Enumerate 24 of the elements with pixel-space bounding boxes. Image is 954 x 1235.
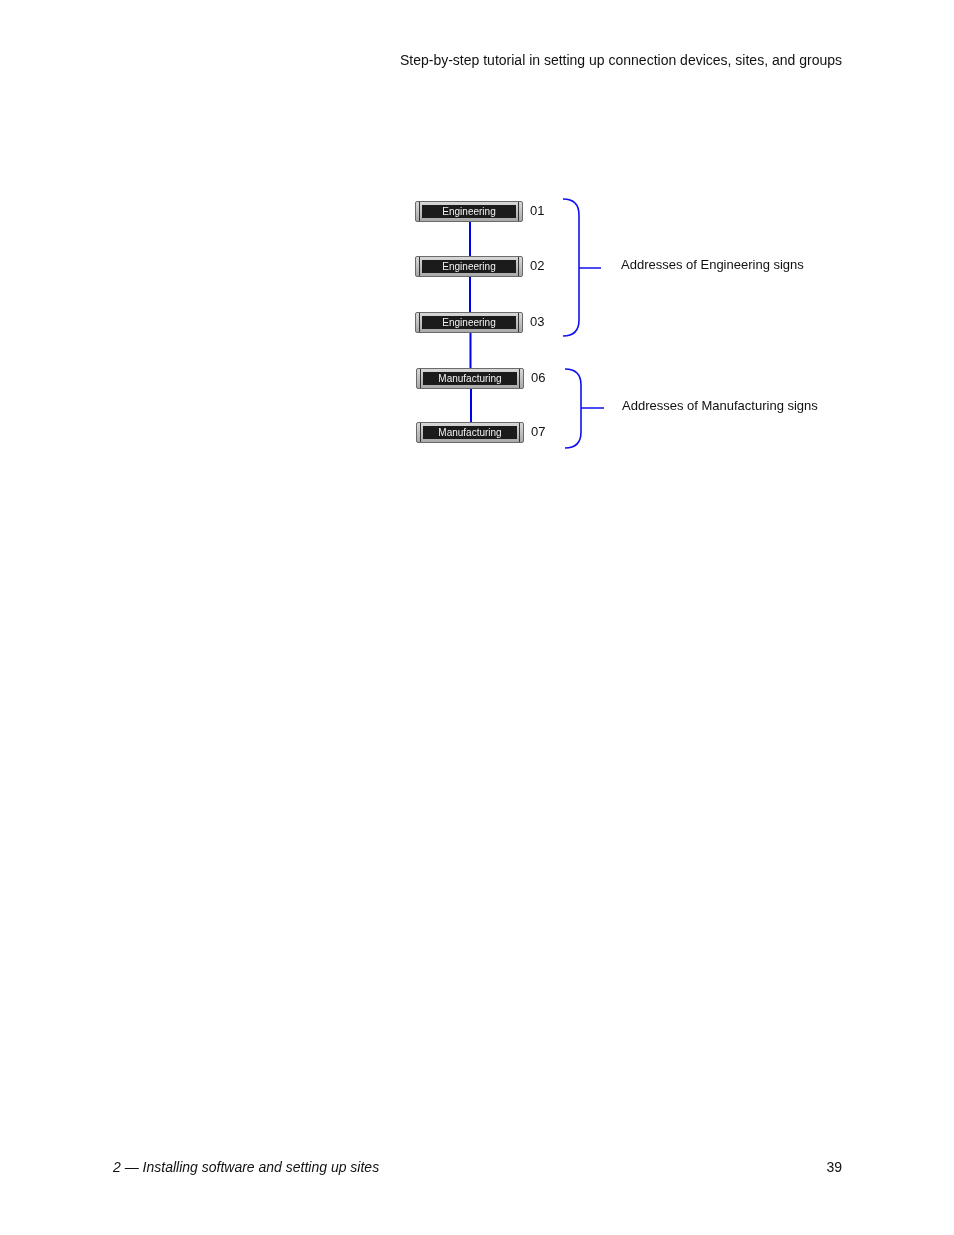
bracket-label: Addresses of Manufacturing signs <box>622 398 818 413</box>
connector-line <box>470 388 472 423</box>
sign-display <box>415 256 523 277</box>
header-text: Step-by-step tutorial in setting up connection devices, sites, and groups <box>399 52 842 68</box>
sign-text: Engineering <box>422 205 516 218</box>
sign-display <box>416 368 524 389</box>
sign-text: Engineering <box>422 316 516 329</box>
footer-text: 2 — Installing software and setting up sites <box>113 1159 380 1175</box>
sign-display <box>415 312 523 333</box>
page-number: 39 <box>826 1159 842 1175</box>
connector-line <box>469 221 471 257</box>
address-number: 06 <box>531 370 546 386</box>
address-number: 02 <box>530 258 545 274</box>
bracket-label: Addresses of Engineering signs <box>621 257 804 272</box>
address-number: 01 <box>530 203 545 219</box>
connector-line <box>469 276 471 313</box>
sign-text: Manufacturing <box>423 426 517 439</box>
connector-line <box>469 332 472 369</box>
sign-text: Engineering <box>422 260 516 273</box>
sign-display <box>416 422 524 443</box>
address-number: 03 <box>530 314 545 330</box>
address-number: 07 <box>531 424 546 440</box>
sign-display <box>415 201 523 222</box>
sign-text: Manufacturing <box>423 372 517 385</box>
